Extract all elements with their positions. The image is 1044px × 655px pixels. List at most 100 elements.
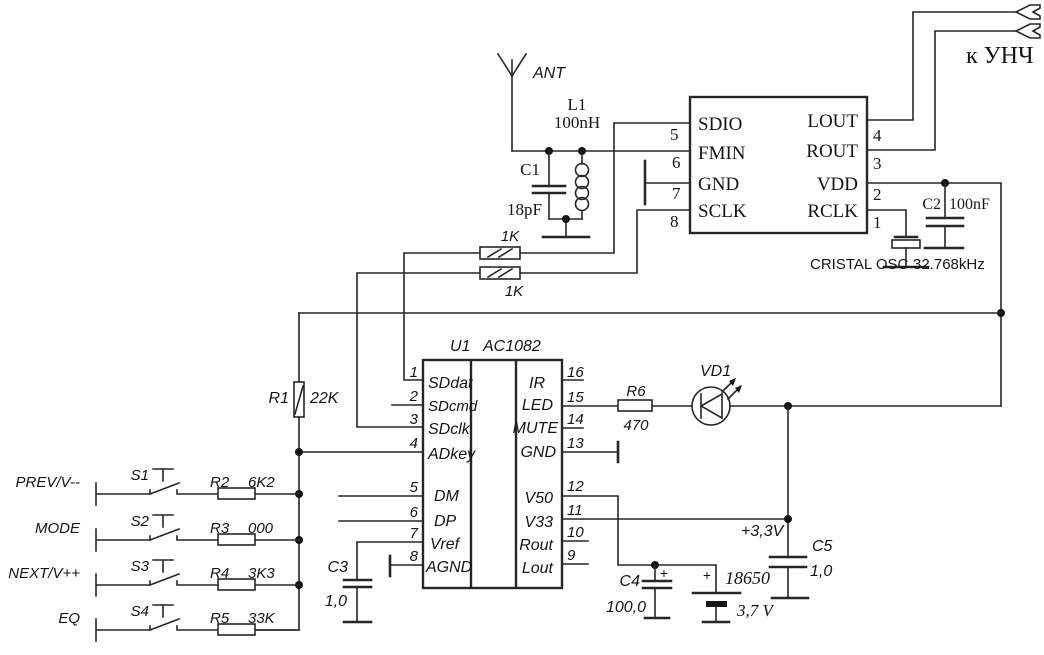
u1-pin-num: 3 — [410, 411, 419, 428]
u1-pin-num: 5 — [410, 479, 419, 496]
c3-capacitor: C3 1,0 — [325, 541, 424, 624]
connector-plug — [1014, 23, 1041, 39]
vdd-rail: C2 100nF — [866, 179, 1005, 407]
u1-pin-name: LED — [522, 397, 554, 414]
tuner-pin-num: 6 — [672, 153, 681, 172]
vd1-ref: VD1 — [700, 363, 731, 380]
u1-pin-num: 14 — [567, 411, 584, 428]
u1-pin-name: SDclk — [428, 421, 471, 438]
u1-ref: U1 — [450, 338, 470, 355]
u1-pin-num: 9 — [567, 547, 576, 564]
button-row-mode: MODE S2 R3 000 — [35, 513, 300, 552]
button-row-eq: EQ S4 R5 33K — [58, 603, 300, 642]
tuner-pin-name: GND — [698, 174, 739, 195]
switch-symbol — [148, 559, 181, 587]
tuner-pin-num: 2 — [873, 185, 882, 204]
battery-voltage: 3,7 V — [736, 601, 776, 620]
resistor-body — [217, 533, 256, 546]
tuner-pin-num: 8 — [670, 212, 679, 231]
audio-output: к УНЧ — [866, 4, 1041, 151]
wire-v50 — [561, 495, 717, 594]
connector-plug — [1014, 4, 1041, 20]
crystal-name: CRISTAL OSC — [810, 256, 909, 273]
u1-pin-num: 13 — [567, 435, 584, 452]
resistor-value: 3K3 — [248, 565, 275, 582]
u1-pin-num: 16 — [567, 364, 584, 381]
c2-plates — [925, 216, 965, 228]
u1-pin-name: Rout — [519, 537, 553, 554]
switch-ref: S4 — [131, 603, 149, 620]
button-label: PREV/V-- — [16, 474, 80, 491]
c4-value: 100,0 — [606, 599, 646, 616]
wire-sclk — [519, 209, 691, 274]
antenna-arms — [496, 52, 528, 78]
u1-body — [421, 358, 564, 590]
resistor-value: 000 — [248, 520, 274, 537]
u1-chip: U1 AC1082 SDdat SDcmd SDclk ADkey DM DP … — [338, 338, 620, 590]
tuner-pin-name: SDIO — [698, 114, 742, 135]
u1-part: AC1082 — [482, 338, 541, 355]
c2-value: 100nF — [949, 196, 990, 213]
tuner-pin-name: LOUT — [807, 111, 858, 132]
u1-pin-num: 11 — [567, 502, 583, 519]
switch-symbol — [148, 604, 181, 632]
input-filter: C1 18pF L1 100nH — [507, 95, 691, 239]
wire-sdio-to-sddat — [403, 252, 481, 381]
l1-coil-turn — [574, 196, 590, 212]
u1-pin-name: Lout — [522, 560, 554, 577]
arrow-head — [729, 378, 736, 386]
switch-ref: S3 — [131, 558, 150, 575]
u1-pin-num: 6 — [410, 504, 419, 521]
switch-ref: S1 — [131, 467, 149, 484]
resistor-ref: R4 — [210, 565, 229, 582]
u1-pin-name: SDcmd — [428, 398, 478, 415]
antenna-label: ANT — [532, 65, 566, 82]
button-label: MODE — [35, 520, 81, 537]
led-circuit: R6 470 VD1 — [561, 363, 1002, 434]
crystal-oscillator: CRISTAL OSC 32.768kHz — [810, 209, 985, 273]
tuner-chip-body — [688, 95, 869, 235]
c1-ref: C1 — [520, 160, 540, 179]
resistor-value: 6K2 — [248, 474, 275, 491]
u1-pin-name: V33 — [525, 514, 554, 531]
button-row-prev: PREV/V-- S1 R2 6K2 — [16, 467, 300, 506]
tuner-pin-num: 7 — [672, 184, 681, 203]
u1-pin-name: DM — [434, 488, 460, 505]
junction-dot — [562, 215, 570, 223]
resistor-slash — [294, 385, 304, 415]
resistor-ref: R5 — [210, 610, 230, 627]
power-supply: + C4 100,0 + 18650 3,7 V — [561, 495, 776, 624]
resistor-1k-label: 1K — [501, 228, 520, 245]
u1-pin-num: 2 — [409, 388, 419, 405]
c2-ref: C2 — [922, 196, 941, 213]
row-wires — [95, 482, 300, 506]
resistor-value: 33K — [248, 610, 276, 627]
r1-ref: R1 — [269, 390, 289, 407]
c5-value: 1,0 — [810, 563, 832, 580]
l1-coil-turn — [574, 162, 590, 178]
switch-ref: S2 — [131, 513, 150, 530]
u1-pin-num: 15 — [567, 389, 584, 406]
u1-pin-num: 4 — [410, 435, 418, 452]
junction-dot — [295, 448, 303, 456]
resistor-body — [217, 487, 256, 500]
resistor-body — [217, 578, 256, 591]
junction-dot — [784, 515, 792, 523]
tuner-pin-num: 5 — [670, 125, 679, 144]
c5-plates — [768, 555, 808, 569]
u1-pin-num: 7 — [410, 525, 419, 542]
wire-sdio — [519, 122, 691, 254]
c3-leads — [356, 541, 424, 623]
u1-pin-num: 10 — [567, 524, 584, 541]
u1-pin-name: DP — [434, 513, 457, 530]
u1-pin-name: V50 — [525, 490, 554, 507]
bus-resistors: 1K 1K — [356, 122, 691, 428]
u1-pin-name: IR — [529, 375, 545, 392]
wire-sclk-to-sdclk — [356, 272, 481, 428]
v33-rail: +3,3V C5 1,0 — [561, 405, 833, 600]
tuner-pin-num: 1 — [873, 213, 882, 232]
l1-coil-turn — [574, 174, 590, 190]
resistor-slashes — [486, 247, 514, 259]
resistor-r6 — [617, 399, 653, 412]
